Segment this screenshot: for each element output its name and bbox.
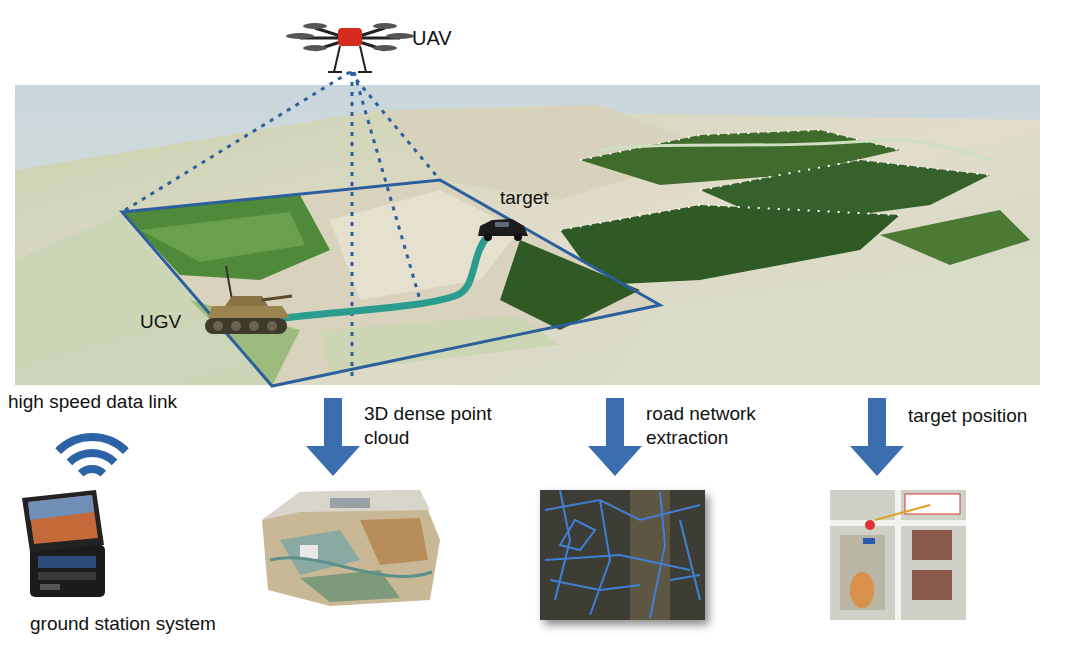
station-label: ground station system [30,612,216,636]
ugv-path [285,236,488,318]
terrain-mosaic [15,85,1040,386]
wifi-symbol [58,437,126,474]
ground-station-case [22,490,105,597]
down-arrows [306,398,904,476]
target-map-image [830,490,966,620]
point-cloud-image [262,490,440,606]
uav-view-lines [122,72,440,378]
uav-icon [286,23,414,72]
survey-frame [122,180,660,386]
road-network-image [540,490,705,620]
output-label: target position [908,404,1027,428]
output-label: 3D dense point cloud [364,402,514,450]
ugv-label: UGV [140,310,181,334]
link-label: high speed data link [8,390,177,414]
output-label: road network extraction [646,402,796,450]
target-car [478,219,528,241]
target-label: target [500,186,549,210]
uav-label: UAV [412,26,452,51]
ugv-tank [205,266,292,334]
